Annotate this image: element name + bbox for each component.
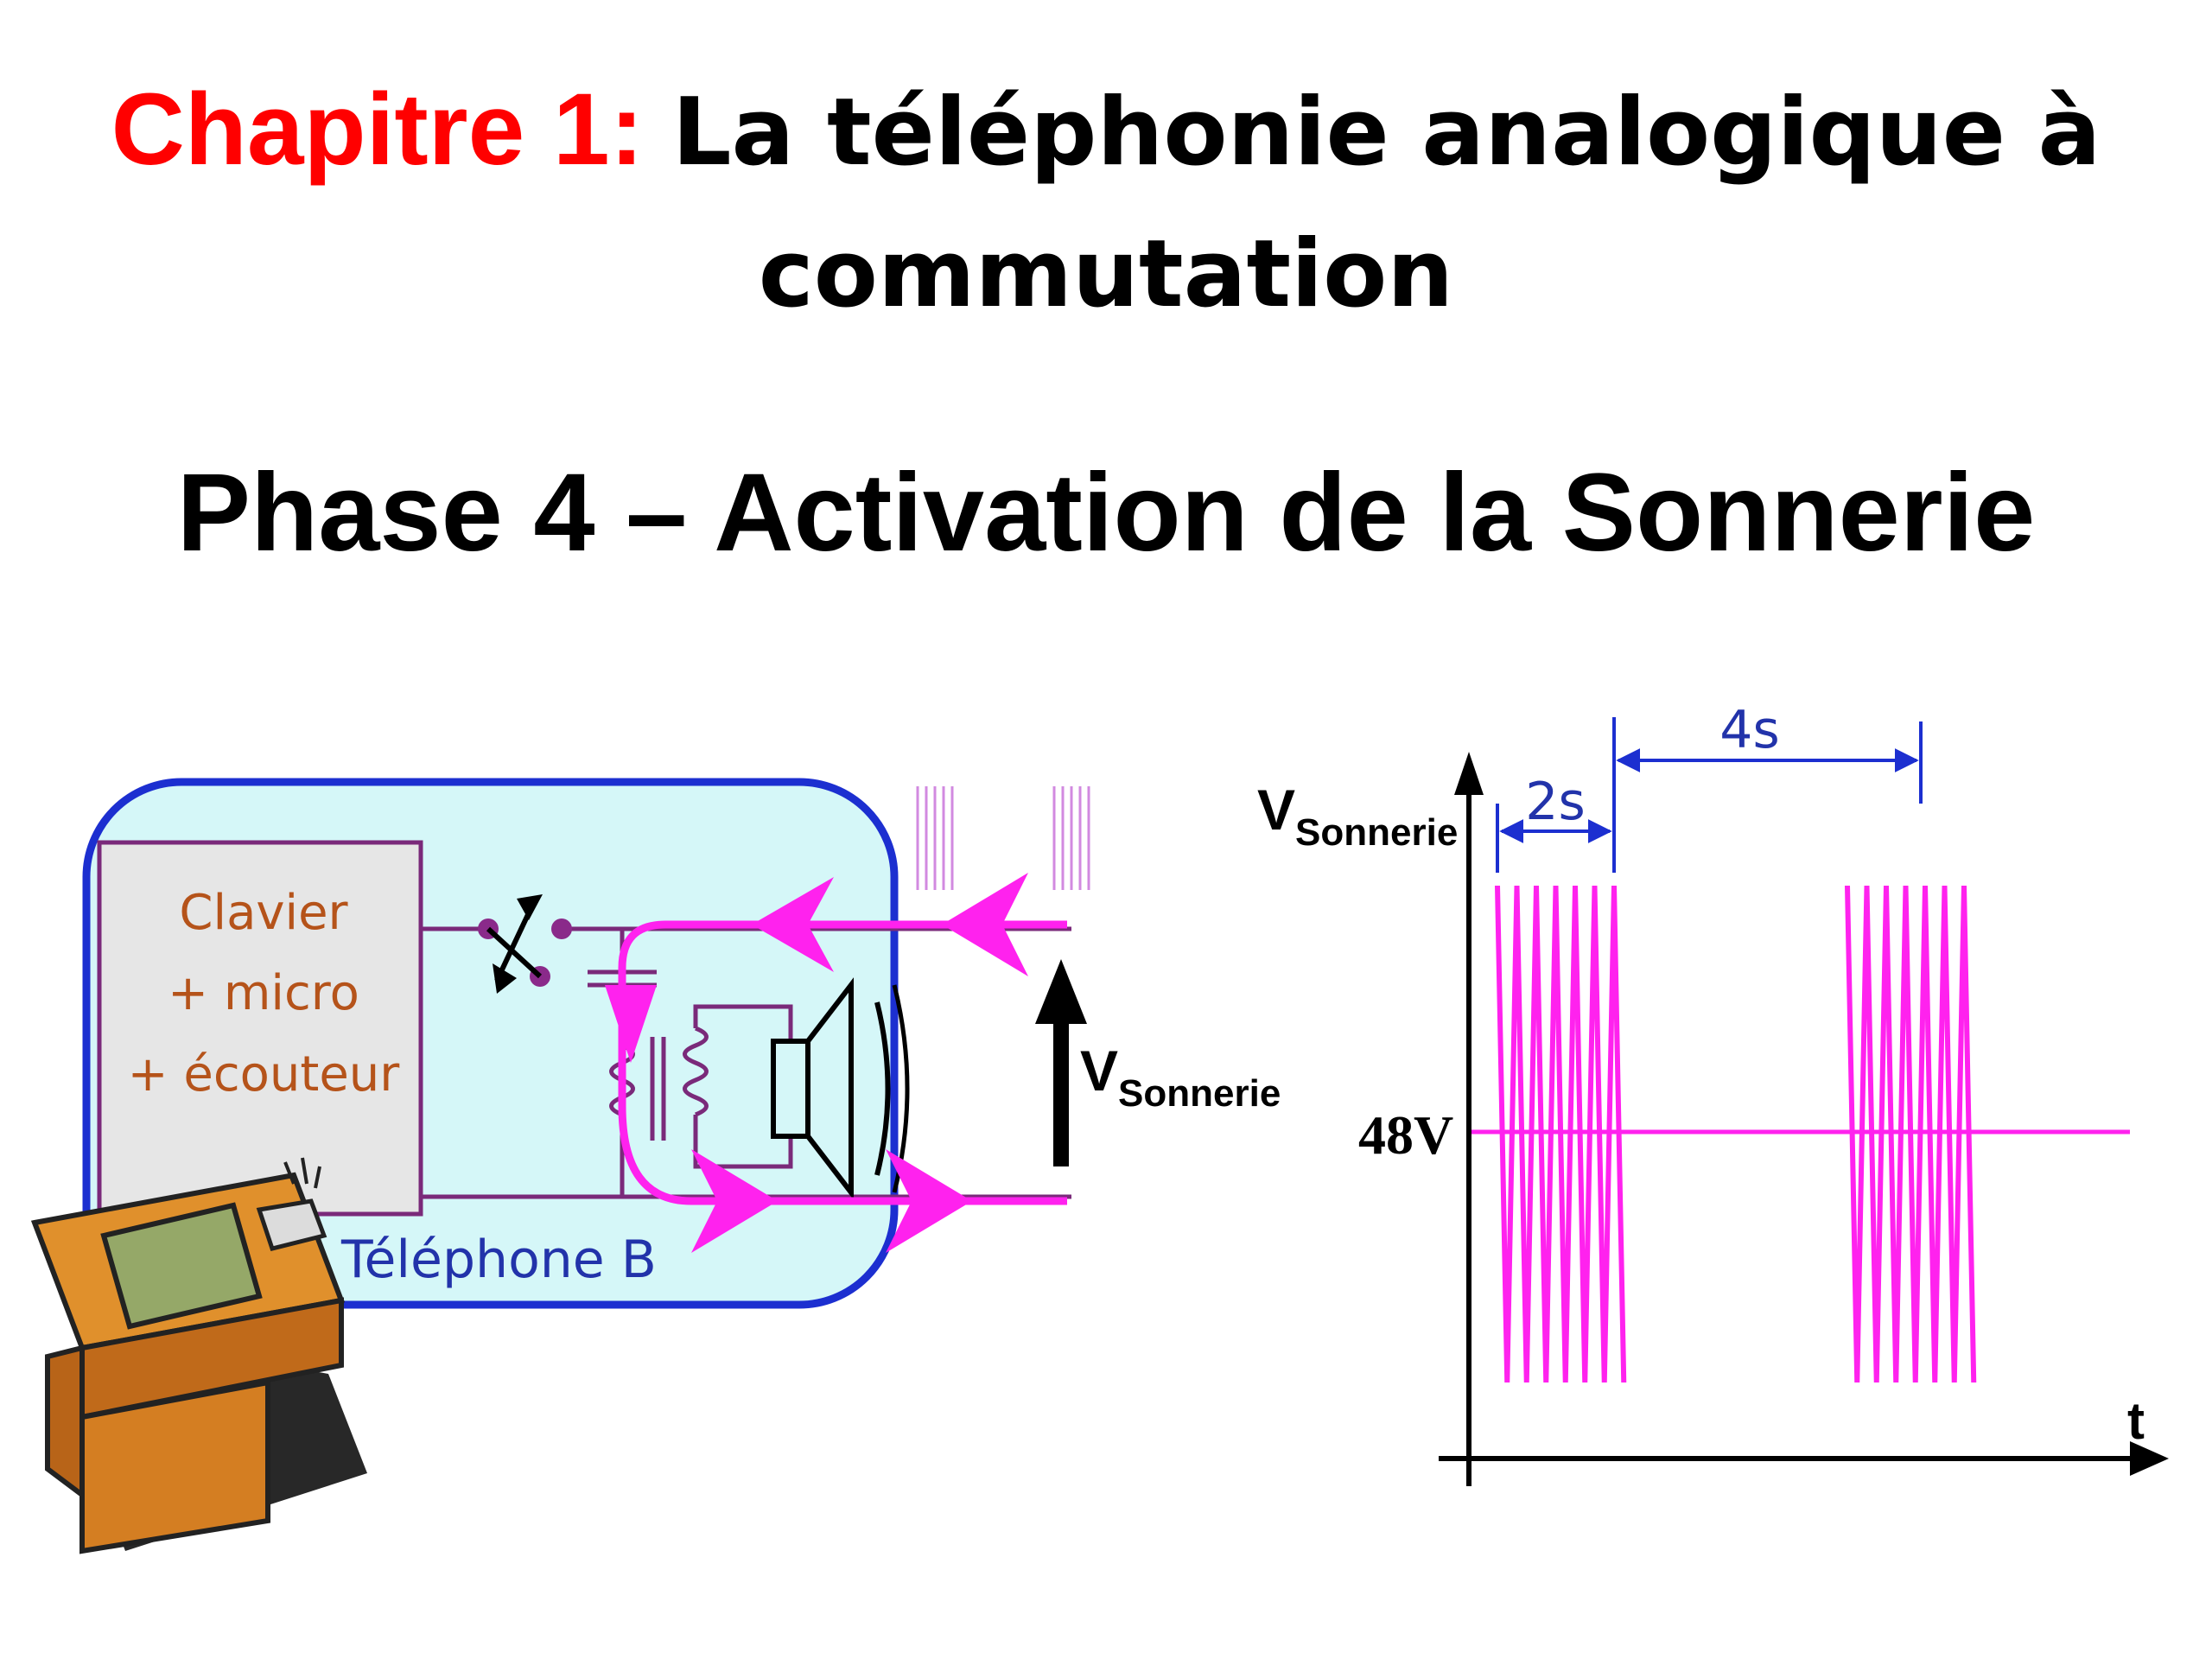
y-axis-label: VSonnerie <box>1257 778 1458 854</box>
slide-title: Chapitre 1: La téléphonie analogique à c… <box>0 60 2212 344</box>
current-arrows <box>605 873 1028 1253</box>
hook-switch-icon <box>478 894 572 994</box>
keypad-label-3: + écouteur <box>128 1046 401 1103</box>
ring-current-path <box>618 920 1067 1205</box>
desk-telephone-clipart-icon <box>30 1157 367 1554</box>
slide-subtitle: Phase 4 – Activation de la Sonnerie <box>176 451 2036 575</box>
telephone-b-label: Téléphone B <box>340 1230 657 1290</box>
title-line-2: commutation <box>758 220 1454 328</box>
keypad-label-1: Clavier <box>179 885 348 941</box>
speaker-icon <box>771 977 910 1200</box>
x-axis-label: t <box>2127 1392 2145 1450</box>
dim-label-2s: 2s <box>1525 772 1585 832</box>
x-axis-arrowhead <box>2130 1441 2169 1476</box>
signal-wave-marks <box>916 786 1090 890</box>
keypad-box <box>97 840 423 1217</box>
dim-label-4s: 4s <box>1719 700 1779 760</box>
title-line-1: La téléphonie analogique à <box>671 79 2101 187</box>
level-label-48v: 48V <box>1358 1104 1453 1166</box>
y-axis-arrowhead <box>1454 752 1484 795</box>
circuit-diagram: Clavier + micro + écouteur <box>30 778 1281 1554</box>
chapter-label: Chapitre 1: <box>111 73 644 187</box>
keypad-label-2: + micro <box>168 965 359 1021</box>
vsonnerie-label-circuit: VSonnerie <box>1080 1039 1281 1115</box>
ringing-chart: 2s 4s VSonnerie 48V t <box>1257 700 2169 1486</box>
voltage-arrow <box>1035 959 1087 1166</box>
